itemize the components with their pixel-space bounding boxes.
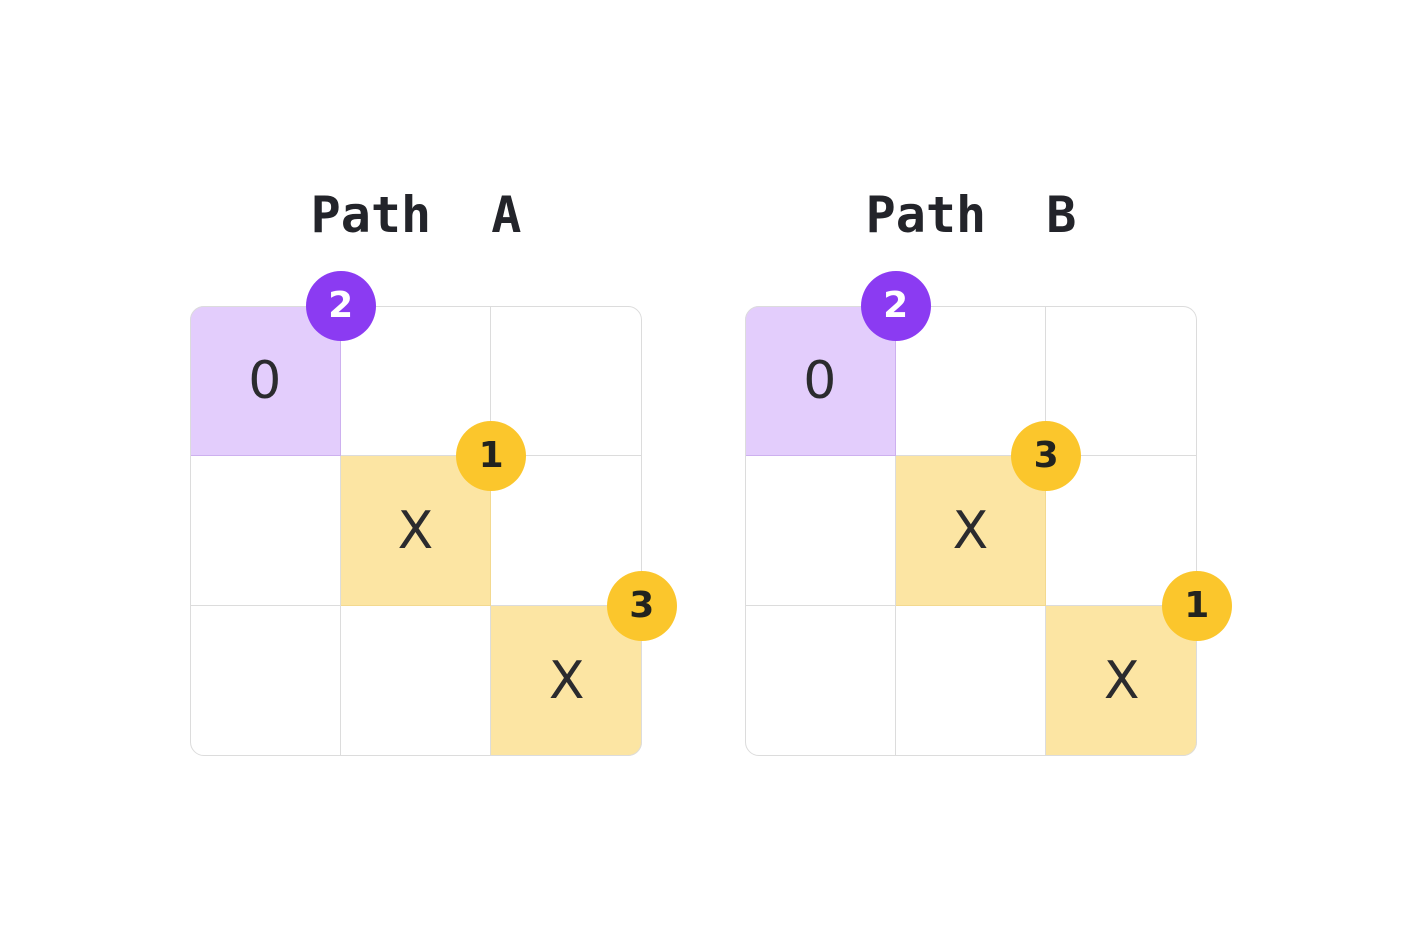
step-badge-path-a-r0-c0[interactable]: 2: [305, 271, 376, 341]
panel-title-path-a: Path A: [310, 186, 522, 244]
grid-cell-path-b-r2-c1[interactable]: [895, 606, 1047, 756]
grid-cell-path-a-r2-c0[interactable]: [190, 606, 341, 756]
step-badge-path-b-r2-c2[interactable]: 1: [1161, 571, 1232, 641]
step-badge-path-a-r2-c2[interactable]: 3: [606, 571, 677, 641]
grid-cell-path-a-r2-c2[interactable]: X: [491, 606, 642, 756]
panel-title-path-b: Path B: [865, 186, 1077, 244]
step-badge-path-b-r1-c1[interactable]: 3: [1011, 421, 1082, 491]
cell-label: X: [1103, 651, 1140, 711]
cell-label: X: [397, 500, 434, 561]
cell-label: 0: [248, 350, 282, 411]
step-badge-label: 1: [478, 435, 504, 476]
grid-cell-path-b-r1-c0[interactable]: [745, 456, 896, 606]
step-badge-label: 3: [1033, 435, 1059, 476]
cell-label: X: [548, 651, 585, 711]
grid-cell-path-b-r2-c0[interactable]: [745, 606, 896, 756]
grid-cell-path-b-r0-c1[interactable]: [895, 306, 1047, 456]
grid-cell-path-a-r1-c0[interactable]: [190, 456, 341, 606]
grid-cell-path-a-r2-c1[interactable]: [340, 606, 492, 756]
step-badge-label: 2: [883, 285, 909, 326]
step-badge-path-a-r1-c1[interactable]: 1: [456, 421, 527, 491]
cell-label: X: [952, 500, 989, 561]
cell-label: 0: [803, 350, 837, 411]
step-badge-label: 2: [328, 285, 354, 326]
step-badge-path-b-r0-c0[interactable]: 2: [860, 271, 931, 341]
step-badge-label: 1: [1184, 585, 1210, 626]
step-badge-label: 3: [629, 585, 655, 626]
